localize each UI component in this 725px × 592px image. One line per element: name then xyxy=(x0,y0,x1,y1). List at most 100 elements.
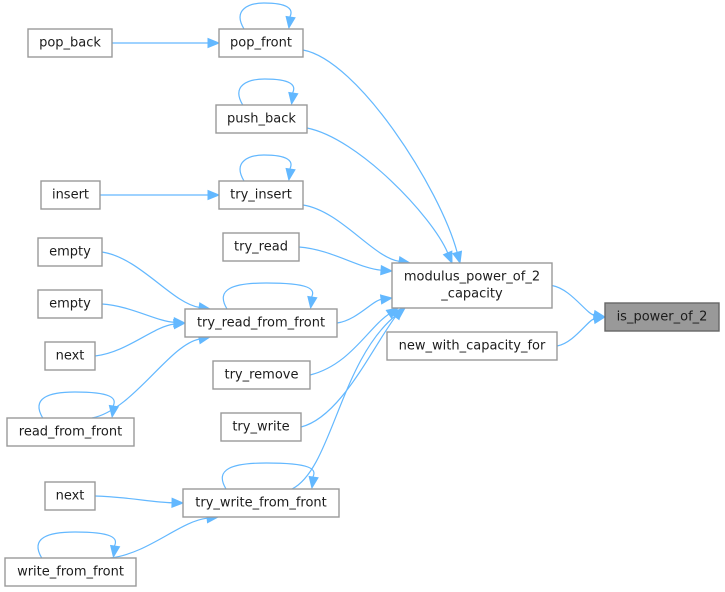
node-next-1[interactable]: next xyxy=(44,341,96,371)
node-label: next xyxy=(56,489,85,504)
node-label: next xyxy=(56,349,85,364)
edge-try_read_from_front-to-try_read_from_front xyxy=(222,282,318,310)
edge-line xyxy=(309,313,390,376)
arrowhead xyxy=(288,91,299,106)
node-box[interactable] xyxy=(4,557,137,587)
node-label: push_back xyxy=(227,112,296,127)
arrowhead xyxy=(442,250,453,265)
arrowhead xyxy=(207,37,221,49)
edge-line xyxy=(336,298,382,324)
arrowhead xyxy=(379,294,394,305)
edge-try_read_from_front-to-modulus_power_of_2_capacity xyxy=(336,294,394,324)
edge-try_insert-to-modulus_power_of_2_capacity xyxy=(302,204,412,267)
edge-insert-to-try_insert xyxy=(100,189,221,201)
edge-try_insert-to-try_insert xyxy=(239,154,296,182)
node-box[interactable] xyxy=(37,237,103,267)
node-try-read-from-front[interactable]: try_read_from_front xyxy=(184,308,338,338)
edge-line xyxy=(239,154,292,182)
arrowhead xyxy=(285,15,296,30)
node-empty-2[interactable]: empty xyxy=(37,289,103,319)
node-new-with-capacity-for[interactable]: new_with_capacity_for xyxy=(386,331,558,361)
arrowhead xyxy=(285,167,296,182)
edge-pop_back-to-pop_front xyxy=(111,37,221,49)
edge-line xyxy=(238,78,295,106)
node-label: insert xyxy=(52,188,89,203)
node-try-write[interactable]: try_write xyxy=(220,412,302,442)
arrowhead xyxy=(380,264,394,276)
node-box[interactable] xyxy=(391,262,553,309)
edge-empty_1-to-try_read_from_front xyxy=(101,251,212,313)
node-box[interactable] xyxy=(220,412,302,442)
node-box[interactable] xyxy=(6,417,135,447)
edge-line xyxy=(298,246,382,271)
arrowhead xyxy=(108,404,120,419)
node-write-from-front[interactable]: write_from_front xyxy=(4,557,137,587)
node-box[interactable] xyxy=(222,232,300,262)
node-label: try_write_from_front xyxy=(195,496,327,511)
node-box[interactable] xyxy=(44,341,96,371)
node-push-back[interactable]: push_back xyxy=(215,104,308,134)
node-try-read[interactable]: try_read xyxy=(222,232,300,262)
edge-line xyxy=(556,318,595,347)
edge-line xyxy=(302,49,458,253)
edge-next_1-to-try_read_from_front xyxy=(94,318,187,357)
edge-line xyxy=(302,204,400,262)
node-box[interactable] xyxy=(37,289,103,319)
node-label: empty xyxy=(49,297,91,312)
node-pop-front[interactable]: pop_front xyxy=(218,28,304,58)
node-is-power-of-2[interactable]: is_power_of_2 xyxy=(604,302,720,332)
node-label: new_with_capacity_for xyxy=(399,339,546,354)
edge-line xyxy=(551,284,595,316)
arrowhead xyxy=(173,318,187,330)
node-try-insert[interactable]: try_insert xyxy=(218,180,304,210)
edge-line xyxy=(101,303,175,323)
node-box[interactable] xyxy=(182,488,340,518)
edge-try_read-to-modulus_power_of_2_capacity xyxy=(298,246,394,276)
node-label: write_from_front xyxy=(17,565,124,580)
node-try-write-from-front[interactable]: try_write_from_front xyxy=(182,488,340,518)
edge-push_back-to-modulus_power_of_2_capacity xyxy=(306,127,453,265)
node-read-from-front[interactable]: read_from_front xyxy=(6,417,135,447)
node-label: empty xyxy=(49,245,91,260)
edge-line xyxy=(300,316,396,428)
node-label: read_from_front xyxy=(19,425,122,440)
arrowhead xyxy=(109,544,121,559)
edge-read_from_front-to-read_from_front xyxy=(38,391,120,419)
edge-next_2-to-try_write_from_front xyxy=(94,495,185,508)
node-try-remove[interactable]: try_remove xyxy=(212,360,311,390)
node-box[interactable] xyxy=(386,331,558,361)
node-pop-back[interactable]: pop_back xyxy=(27,28,113,58)
edge-line xyxy=(291,314,397,490)
edges-layer xyxy=(37,2,607,559)
edge-line xyxy=(239,2,292,30)
node-insert[interactable]: insert xyxy=(40,180,101,210)
node-box[interactable] xyxy=(215,104,308,134)
node-next-2[interactable]: next xyxy=(44,481,96,511)
node-label: pop_back xyxy=(39,36,101,51)
arrowhead xyxy=(307,295,318,310)
node-label: modulus_power_of_2 xyxy=(404,270,540,285)
edge-line xyxy=(101,251,200,308)
edge-modulus_power_of_2_capacity-to-is_power_of_2 xyxy=(551,284,607,321)
node-label: is_power_of_2 xyxy=(617,310,708,325)
node-box[interactable] xyxy=(184,308,338,338)
node-label: _capacity xyxy=(440,287,503,302)
node-label: try_write xyxy=(232,420,289,435)
arrowhead xyxy=(207,189,221,201)
node-box[interactable] xyxy=(40,180,101,210)
node-box[interactable] xyxy=(218,180,304,210)
node-box[interactable] xyxy=(218,28,304,58)
node-modulus-power-of-2-capacity[interactable]: modulus_power_of_2 _capacity xyxy=(391,262,553,309)
node-box[interactable] xyxy=(212,360,311,390)
node-box[interactable] xyxy=(604,302,720,332)
edge-line xyxy=(38,391,115,419)
node-box[interactable] xyxy=(27,28,113,58)
node-label: try_remove xyxy=(224,368,298,383)
edge-line xyxy=(91,338,200,419)
edge-line xyxy=(221,462,315,490)
arrowhead xyxy=(392,307,407,320)
node-empty-1[interactable]: empty xyxy=(37,237,103,267)
node-box[interactable] xyxy=(44,481,96,511)
node-label: try_insert xyxy=(230,188,292,203)
